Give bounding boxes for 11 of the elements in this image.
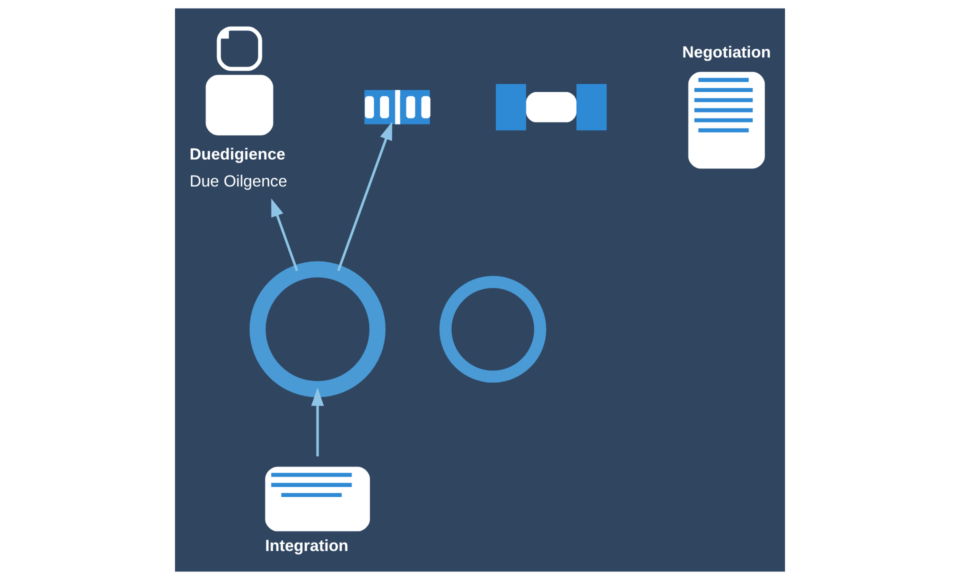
node-label: Duedigience [190, 145, 286, 164]
node-box [265, 466, 370, 532]
arrow [271, 198, 298, 272]
node-box [688, 72, 765, 169]
node-label: Negotiation [682, 44, 771, 62]
node-gear [250, 261, 386, 398]
node-label: Integration [265, 537, 348, 556]
node-label: Due Oilgence [190, 172, 288, 191]
node-gear [439, 276, 546, 383]
arrow [311, 388, 324, 456]
arrow [337, 122, 392, 272]
